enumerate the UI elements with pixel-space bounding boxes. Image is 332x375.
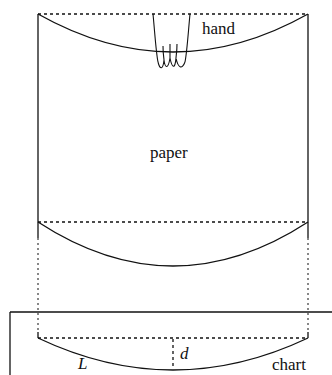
bottom-edge: [38, 337, 308, 338]
chart-edge: [9, 312, 10, 375]
dimension-label: d: [180, 345, 189, 362]
part-label: hand: [202, 20, 235, 37]
paper-side: [37, 332, 38, 338]
hand-symbol: [153, 14, 190, 68]
part-label: paper: [150, 144, 188, 161]
paper-side: [307, 14, 308, 238]
dimension-label: L: [78, 355, 87, 372]
part-label: chart: [272, 356, 306, 373]
depth-line: [172, 339, 173, 369]
top-edge: [38, 13, 308, 14]
top-curve: [38, 14, 308, 52]
paper-side: [37, 14, 38, 238]
middle-edge: [38, 221, 308, 222]
chart-edge: [10, 311, 332, 312]
middle-curve: [38, 222, 308, 266]
paper-side: [307, 332, 308, 338]
projection-line: [38, 238, 39, 332]
projection-line: [308, 238, 309, 332]
